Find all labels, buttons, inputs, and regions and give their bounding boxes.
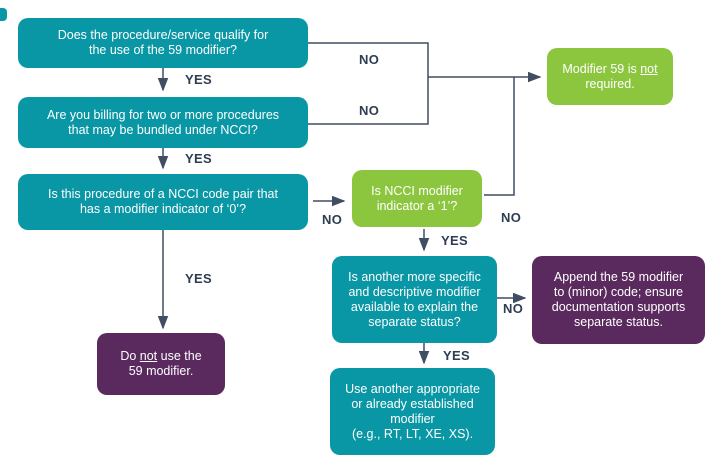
node-do-not-use-59: Do not use the 59 modifier. xyxy=(97,333,225,395)
text-segment-underlined: not xyxy=(640,61,658,76)
label-yes-q3-donot: YES xyxy=(185,271,212,286)
text-segment: use the xyxy=(157,349,202,363)
node-qualify-59-modifier: Does the procedure/service qualify for t… xyxy=(18,18,308,68)
node-append-59-modifier: Append the 59 modifier to (minor) code; … xyxy=(532,256,705,344)
text-segment-underlined: not xyxy=(139,349,158,363)
node-use-other-modifier: Use another appropriate or already estab… xyxy=(330,368,495,455)
node-ncci-indicator-0: Is this procedure of a NCCI code pair th… xyxy=(18,174,308,230)
label-no-q3: NO xyxy=(322,212,343,227)
node-text-line: Is NCCI modifier xyxy=(371,183,463,198)
node-text-line: available to explain the xyxy=(350,299,479,314)
node-text-line: modifier xyxy=(390,411,435,426)
node-text-line: Do not use the xyxy=(120,349,201,364)
node-ncci-indicator-1: Is NCCI modifier indicator a ‘1’? xyxy=(352,170,482,227)
clipped-teal-fragment xyxy=(0,8,7,21)
label-yes-nq-q4: YES xyxy=(441,233,468,248)
text-segment: Do xyxy=(120,349,140,363)
label-no-nq: NO xyxy=(501,210,522,225)
node-text-line: documentation supports xyxy=(551,300,686,314)
label-yes-q2-q3: YES xyxy=(185,151,212,166)
text-segment: Modifier 59 is xyxy=(562,61,641,76)
node-text-line: separate status? xyxy=(368,314,461,329)
node-text-line: or already established xyxy=(351,396,474,411)
label-no-q4: NO xyxy=(503,301,524,316)
label-yes-q1-q2: YES xyxy=(185,72,212,87)
node-text-line: Are you billing for two or more procedur… xyxy=(46,107,280,122)
label-no-q1: NO xyxy=(359,52,380,67)
connector-nq-no-up xyxy=(484,77,515,196)
node-text-line: Append the 59 modifier xyxy=(553,270,684,284)
node-more-specific-modifier: Is another more specific and descriptive… xyxy=(332,256,497,343)
node-text-line: indicator a ‘1’? xyxy=(376,198,458,213)
node-text-line: has a modifier indicator of ‘0’? xyxy=(79,202,247,216)
node-text-line: to (minor) code; ensure xyxy=(553,285,684,299)
connector-no-bracket xyxy=(308,42,429,125)
node-text-line: 59 modifier. xyxy=(128,364,194,378)
node-text-line: separate status. xyxy=(574,315,663,329)
node-text-line: the use of the 59 modifier? xyxy=(88,43,237,57)
node-text-line: Is another more specific xyxy=(348,269,481,284)
node-text-line: Does the procedure/service qualify for xyxy=(57,28,269,42)
label-yes-q4-use: YES xyxy=(443,348,470,363)
node-text-line: required. xyxy=(585,76,635,91)
node-text-line: Is this procedure of a NCCI code pair th… xyxy=(48,187,278,201)
node-modifier-59-not-required: Modifier 59 is not required. xyxy=(547,48,673,105)
label-no-q2: NO xyxy=(359,103,380,118)
node-text-line: (e.g., RT, LT, XE, XS). xyxy=(351,426,474,441)
node-text-line: that may be bundled under NCCI? xyxy=(68,122,258,137)
node-billing-bundled-ncci: Are you billing for two or more procedur… xyxy=(18,97,308,148)
node-text-line: Use another appropriate xyxy=(345,381,480,396)
node-text-line: Modifier 59 is not xyxy=(562,62,657,77)
node-text-line: and descriptive modifier xyxy=(348,284,481,299)
